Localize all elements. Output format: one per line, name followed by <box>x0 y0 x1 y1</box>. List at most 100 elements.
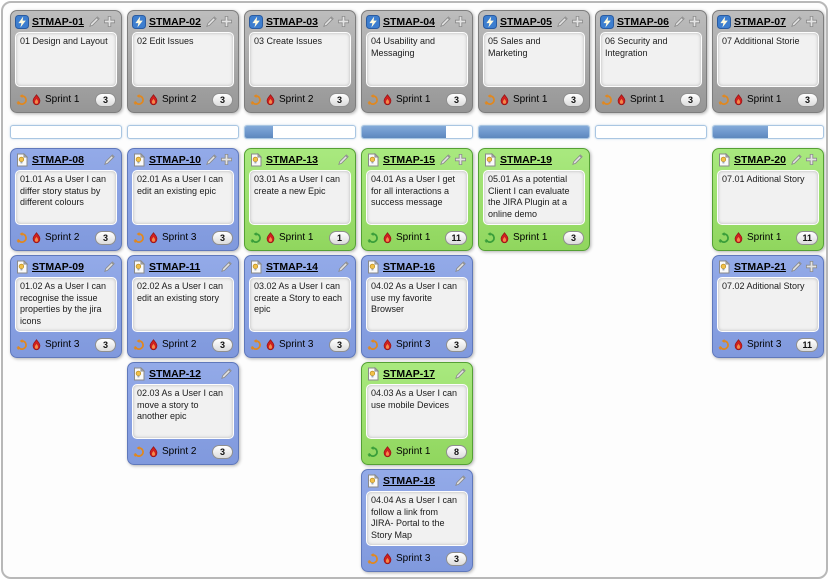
card-header: STMAP-05 <box>479 11 589 31</box>
story-card[interactable]: STMAP-19 05.01 As a potential Client I c… <box>478 148 590 251</box>
card-title-link[interactable]: STMAP-09 <box>32 260 84 273</box>
epic-card[interactable]: STMAP-06 06 Security and Integration <box>595 10 707 113</box>
card-title-link[interactable]: STMAP-20 <box>734 153 786 166</box>
progress-fill <box>245 126 273 138</box>
add-plus-icon[interactable] <box>220 15 233 28</box>
story-points-badge: 3 <box>446 337 467 352</box>
add-plus-icon[interactable] <box>220 153 233 166</box>
story-card[interactable]: STMAP-11 02.02 As a User I can edit an e… <box>127 255 239 358</box>
story-card[interactable]: STMAP-12 02.03 As a User I can move a st… <box>127 362 239 465</box>
story-card[interactable]: STMAP-09 01.02 As a User I can recognise… <box>10 255 122 358</box>
status-icon <box>718 93 730 106</box>
card-title-link[interactable]: STMAP-12 <box>149 367 201 380</box>
add-plus-icon[interactable] <box>454 15 467 28</box>
story-points-badge: 3 <box>329 337 350 352</box>
epic-card[interactable]: STMAP-07 07 Additional Storie <box>712 10 824 113</box>
card-title-link[interactable]: STMAP-05 <box>500 15 552 28</box>
card-summary: 02.03 As a User I can move a story to an… <box>132 384 234 439</box>
edit-pencil-icon[interactable] <box>790 260 803 273</box>
epic-card[interactable]: STMAP-05 05 Sales and Marketing <box>478 10 590 113</box>
edit-pencil-icon[interactable] <box>337 153 350 166</box>
add-plus-icon[interactable] <box>103 15 116 28</box>
sprint-label: Sprint 1 <box>45 94 80 105</box>
card-title-link[interactable]: STMAP-02 <box>149 15 201 28</box>
progress-fill <box>479 126 589 138</box>
card-title-link[interactable]: STMAP-21 <box>734 260 786 273</box>
edit-pencil-icon[interactable] <box>88 15 101 28</box>
priority-icon <box>382 93 393 106</box>
story-card[interactable]: STMAP-10 02.01 As a User I can edit an e… <box>127 148 239 251</box>
edit-pencil-icon[interactable] <box>673 15 686 28</box>
add-plus-icon[interactable] <box>337 15 350 28</box>
add-plus-icon[interactable] <box>688 15 701 28</box>
edit-pencil-icon[interactable] <box>454 367 467 380</box>
edit-pencil-icon[interactable] <box>220 260 233 273</box>
epic-icon <box>483 14 497 29</box>
story-card[interactable]: STMAP-15 04.01 As a User I get for all i… <box>361 148 473 251</box>
story-card[interactable]: STMAP-13 03.01 As a User I can create a … <box>244 148 356 251</box>
card-title-link[interactable]: STMAP-03 <box>266 15 318 28</box>
story-card[interactable]: STMAP-18 04.04 As a User I can follow a … <box>361 469 473 572</box>
card-title-link[interactable]: STMAP-11 <box>149 260 201 273</box>
edit-pencil-icon[interactable] <box>439 153 452 166</box>
edit-pencil-icon[interactable] <box>556 15 569 28</box>
story-icon <box>132 366 146 381</box>
card-title-link[interactable]: STMAP-18 <box>383 474 435 487</box>
card-header: STMAP-12 <box>128 363 238 383</box>
card-footer: Sprint 1 3 <box>479 226 589 250</box>
card-title-link[interactable]: STMAP-10 <box>149 153 201 166</box>
edit-pencil-icon[interactable] <box>337 260 350 273</box>
card-title-link[interactable]: STMAP-07 <box>734 15 786 28</box>
add-plus-icon[interactable] <box>805 15 818 28</box>
edit-pencil-icon[interactable] <box>439 15 452 28</box>
add-plus-icon[interactable] <box>805 153 818 166</box>
edit-pencil-icon[interactable] <box>220 367 233 380</box>
progress-fill <box>362 126 446 138</box>
card-header: STMAP-06 <box>596 11 706 31</box>
card-title-link[interactable]: STMAP-16 <box>383 260 435 273</box>
story-icon <box>15 152 29 167</box>
sprint-label: Sprint 2 <box>162 94 197 105</box>
card-title-link[interactable]: STMAP-08 <box>32 153 84 166</box>
edit-pencil-icon[interactable] <box>205 153 218 166</box>
add-plus-icon[interactable] <box>571 15 584 28</box>
story-card[interactable]: STMAP-16 04.02 As a User I can use my fa… <box>361 255 473 358</box>
card-footer: Sprint 1 11 <box>362 226 472 250</box>
story-card[interactable]: STMAP-17 04.03 As a User I can use mobil… <box>361 362 473 465</box>
edit-pencil-icon[interactable] <box>454 260 467 273</box>
priority-icon <box>148 231 159 244</box>
card-title-link[interactable]: STMAP-15 <box>383 153 435 166</box>
story-icon <box>132 259 146 274</box>
edit-pencil-icon[interactable] <box>790 153 803 166</box>
add-plus-icon[interactable] <box>805 260 818 273</box>
story-points-badge: 3 <box>797 92 818 107</box>
status-icon <box>367 338 379 351</box>
story-card[interactable]: STMAP-20 07.01 Aditional Story <box>712 148 824 251</box>
story-card[interactable]: STMAP-21 07.02 Aditional Story <box>712 255 824 358</box>
edit-pencil-icon[interactable] <box>103 260 116 273</box>
card-title-link[interactable]: STMAP-19 <box>500 153 552 166</box>
story-points-badge: 3 <box>95 337 116 352</box>
epic-card[interactable]: STMAP-04 04 Usability and Messaging <box>361 10 473 113</box>
edit-pencil-icon[interactable] <box>205 15 218 28</box>
story-card[interactable]: STMAP-08 01.01 As a User I can differ st… <box>10 148 122 251</box>
edit-pencil-icon[interactable] <box>571 153 584 166</box>
edit-pencil-icon[interactable] <box>103 153 116 166</box>
story-icon <box>717 152 731 167</box>
card-title-link[interactable]: STMAP-17 <box>383 367 435 380</box>
card-title-link[interactable]: STMAP-06 <box>617 15 669 28</box>
epic-card[interactable]: STMAP-01 01 Design and Layout <box>10 10 122 113</box>
epic-icon <box>717 14 731 29</box>
edit-pencil-icon[interactable] <box>790 15 803 28</box>
epic-card[interactable]: STMAP-02 02 Edit Issues <box>127 10 239 113</box>
story-card[interactable]: STMAP-14 03.02 As a User I can create a … <box>244 255 356 358</box>
card-title-link[interactable]: STMAP-14 <box>266 260 318 273</box>
card-header: STMAP-04 <box>362 11 472 31</box>
edit-pencil-icon[interactable] <box>454 474 467 487</box>
card-title-link[interactable]: STMAP-13 <box>266 153 318 166</box>
card-title-link[interactable]: STMAP-04 <box>383 15 435 28</box>
card-title-link[interactable]: STMAP-01 <box>32 15 84 28</box>
add-plus-icon[interactable] <box>454 153 467 166</box>
epic-card[interactable]: STMAP-03 03 Create Issues <box>244 10 356 113</box>
edit-pencil-icon[interactable] <box>322 15 335 28</box>
